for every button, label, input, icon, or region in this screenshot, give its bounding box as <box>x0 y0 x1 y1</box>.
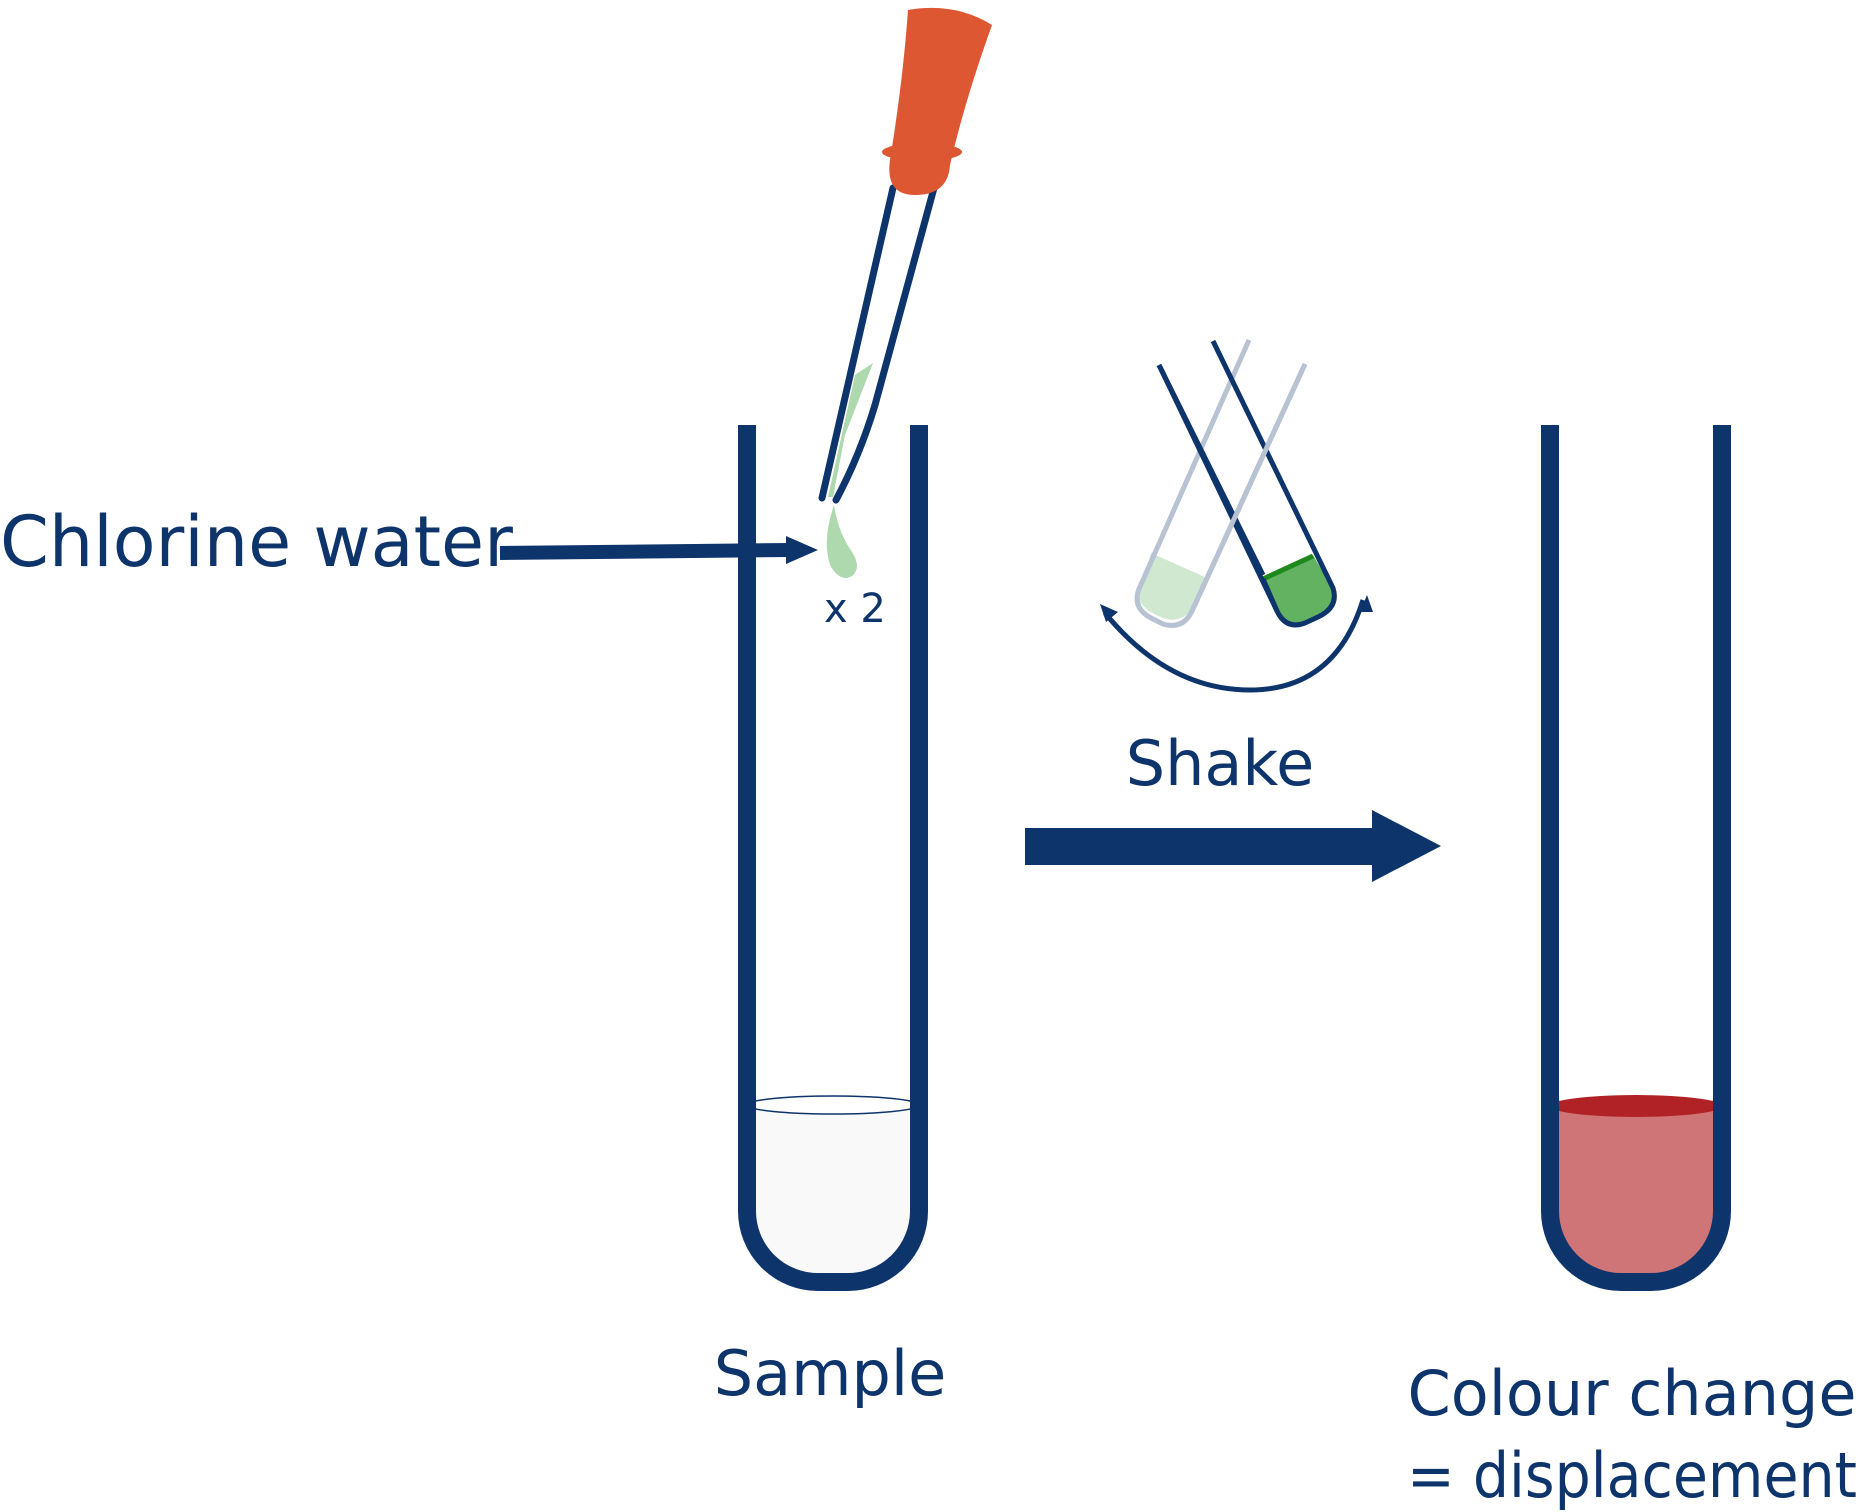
sample-liquid-surface <box>746 1095 920 1115</box>
shake-tube-outline <box>1213 341 1278 610</box>
result-test-tube <box>1541 425 1731 1291</box>
sample-label: Sample <box>714 1337 946 1410</box>
shake-tube-liquid-top <box>1261 553 1315 582</box>
ghost-tube-liquid <box>1139 553 1207 620</box>
drops-count: x 2 <box>824 586 886 632</box>
shake-label: Shake <box>1126 727 1314 800</box>
shake-tube-dark <box>1210 339 1337 628</box>
dropper-tube-right <box>832 184 938 504</box>
sample-tube-glass <box>738 425 928 1291</box>
dropper-liquid <box>828 363 873 497</box>
ghost-tube-right <box>1189 362 1308 613</box>
chlorine-water-label: Chlorine water <box>0 501 513 583</box>
sample-liquid <box>747 1105 919 1282</box>
result-label-line1: Colour change <box>1407 1357 1856 1430</box>
result-tube-glass <box>1541 425 1731 1291</box>
dropper-icon <box>818 7 992 578</box>
result-liquid <box>1550 1105 1722 1282</box>
result-label-line2: = displacement <box>1407 1439 1857 1512</box>
shaking-tubes-icon <box>1100 338 1373 693</box>
arrow-right-icon <box>1025 810 1441 882</box>
chlorine-pointer-arrow <box>499 536 818 564</box>
result-liquid-surface <box>1550 1095 1722 1117</box>
dropper-bulb-collar <box>882 143 962 161</box>
rocking-arrow <box>1103 599 1366 693</box>
sample-test-tube <box>738 425 928 1291</box>
shake-tube-dark-left <box>1156 363 1280 613</box>
ghost-tube-left <box>1134 338 1308 628</box>
chlorine-drop <box>826 505 857 578</box>
rocking-arrow-head-left <box>1100 604 1118 622</box>
dropper-bulb <box>889 7 992 195</box>
rocking-arrow-head-right <box>1360 595 1373 612</box>
dropper-tube-left <box>818 184 897 502</box>
